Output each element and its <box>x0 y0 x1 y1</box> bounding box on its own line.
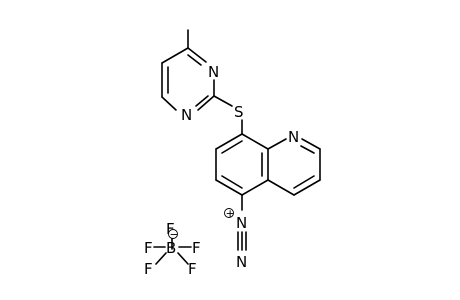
bond-c8-c8a <box>241 133 269 150</box>
bond-c8a-n1 <box>267 138 287 150</box>
bond-c2-s <box>213 95 233 107</box>
bond-c4-n3-inner <box>187 54 202 66</box>
bond-c2-n1 <box>197 95 215 111</box>
quinoline-ring: N <box>215 128 321 196</box>
quinoline-nitrogen-label: N <box>288 128 299 146</box>
diazonium-outer-n-label: N <box>236 253 247 271</box>
tetrafluoroborate-counterion: F F B F F F − <box>144 220 201 278</box>
bond-n1-c2-inner <box>300 145 315 154</box>
bond-b-f-bottom-right <box>177 252 189 265</box>
boron-label: B <box>166 239 176 257</box>
bond-c3-c4 <box>293 179 321 196</box>
bond-c4a-c5 <box>241 179 269 196</box>
bond-c5-c6 <box>215 179 243 196</box>
bond-c3-c4-inner <box>293 175 315 189</box>
fluorine-bottom-label: F <box>144 260 153 278</box>
bond-n1-c6 <box>161 96 177 111</box>
bond-c5-c4 <box>161 47 189 64</box>
sulfur-label: S <box>234 103 244 121</box>
negative-charge-sign: − <box>170 228 179 241</box>
fluorine-bottom-right-label: F <box>188 260 197 278</box>
positive-charge-sign: + <box>226 207 235 220</box>
bond-c5-c6-inner <box>221 175 243 189</box>
positive-charge-ring <box>224 208 234 218</box>
diazonium-group: N N + <box>224 194 247 271</box>
pyrimidine-n1-label: N <box>181 106 192 124</box>
bond-c7-c8-inner <box>221 140 243 154</box>
negative-charge-ring <box>168 229 178 239</box>
pyrimidine-ring: N N <box>161 29 233 124</box>
thioether-linkage: S <box>234 103 244 135</box>
fluorine-top-label: F <box>166 220 175 238</box>
bond-c2-n1-inner <box>195 95 209 107</box>
bond-c4-c4a <box>267 179 295 196</box>
bond-c7-c8 <box>215 133 243 150</box>
bond-n1-c2 <box>301 138 321 150</box>
bond-b-f-bottom-left <box>155 252 167 265</box>
fluorine-right-label: F <box>192 239 201 257</box>
fluorine-left-label: F <box>144 239 153 257</box>
diazonium-inner-n-label: N <box>236 214 247 232</box>
bond-c4-n3 <box>187 47 207 63</box>
pyrimidine-n3-label: N <box>208 63 219 81</box>
